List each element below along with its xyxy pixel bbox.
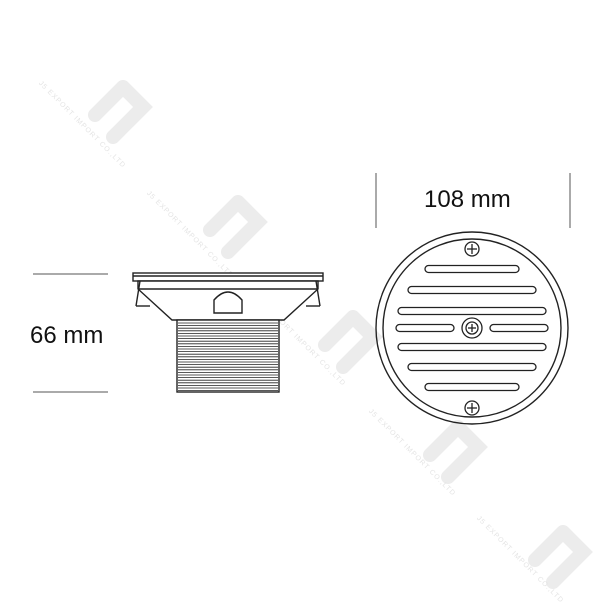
grate-slot: [424, 382, 520, 392]
drain-flange: [132, 272, 324, 282]
grate-slot: [397, 342, 547, 352]
left-rib: [135, 280, 141, 307]
width-dimension-label: 108 mm: [424, 186, 511, 213]
height-dimension-label: 66 mm: [30, 322, 104, 349]
grate-outer-rim: [375, 231, 569, 425]
grate-slot: [397, 306, 547, 316]
watermark-logo-mark: [318, 310, 383, 374]
drain-side-profile: [132, 272, 324, 393]
watermark-logo-mark: [88, 80, 153, 144]
grate-slot: [489, 323, 549, 333]
right-rib: [315, 280, 321, 307]
watermark-logo-mark: [423, 420, 488, 484]
grate-top-view: [375, 231, 569, 425]
grate-inner-rim: [382, 238, 562, 418]
screw-center: [461, 317, 483, 339]
grate-slot: [395, 323, 455, 333]
center-tab: [213, 291, 243, 314]
grate-slots: [395, 264, 549, 392]
watermark-logo-mark: [203, 195, 268, 259]
screw-bottom: [464, 400, 480, 416]
grate-screws: [461, 241, 483, 416]
screw-top: [464, 241, 480, 257]
grate-slot: [424, 264, 520, 274]
pipe-threads: [178, 322, 278, 392]
grate-slot: [407, 362, 537, 372]
watermark-logo-mark: [528, 525, 593, 589]
grate-slot: [407, 285, 537, 295]
